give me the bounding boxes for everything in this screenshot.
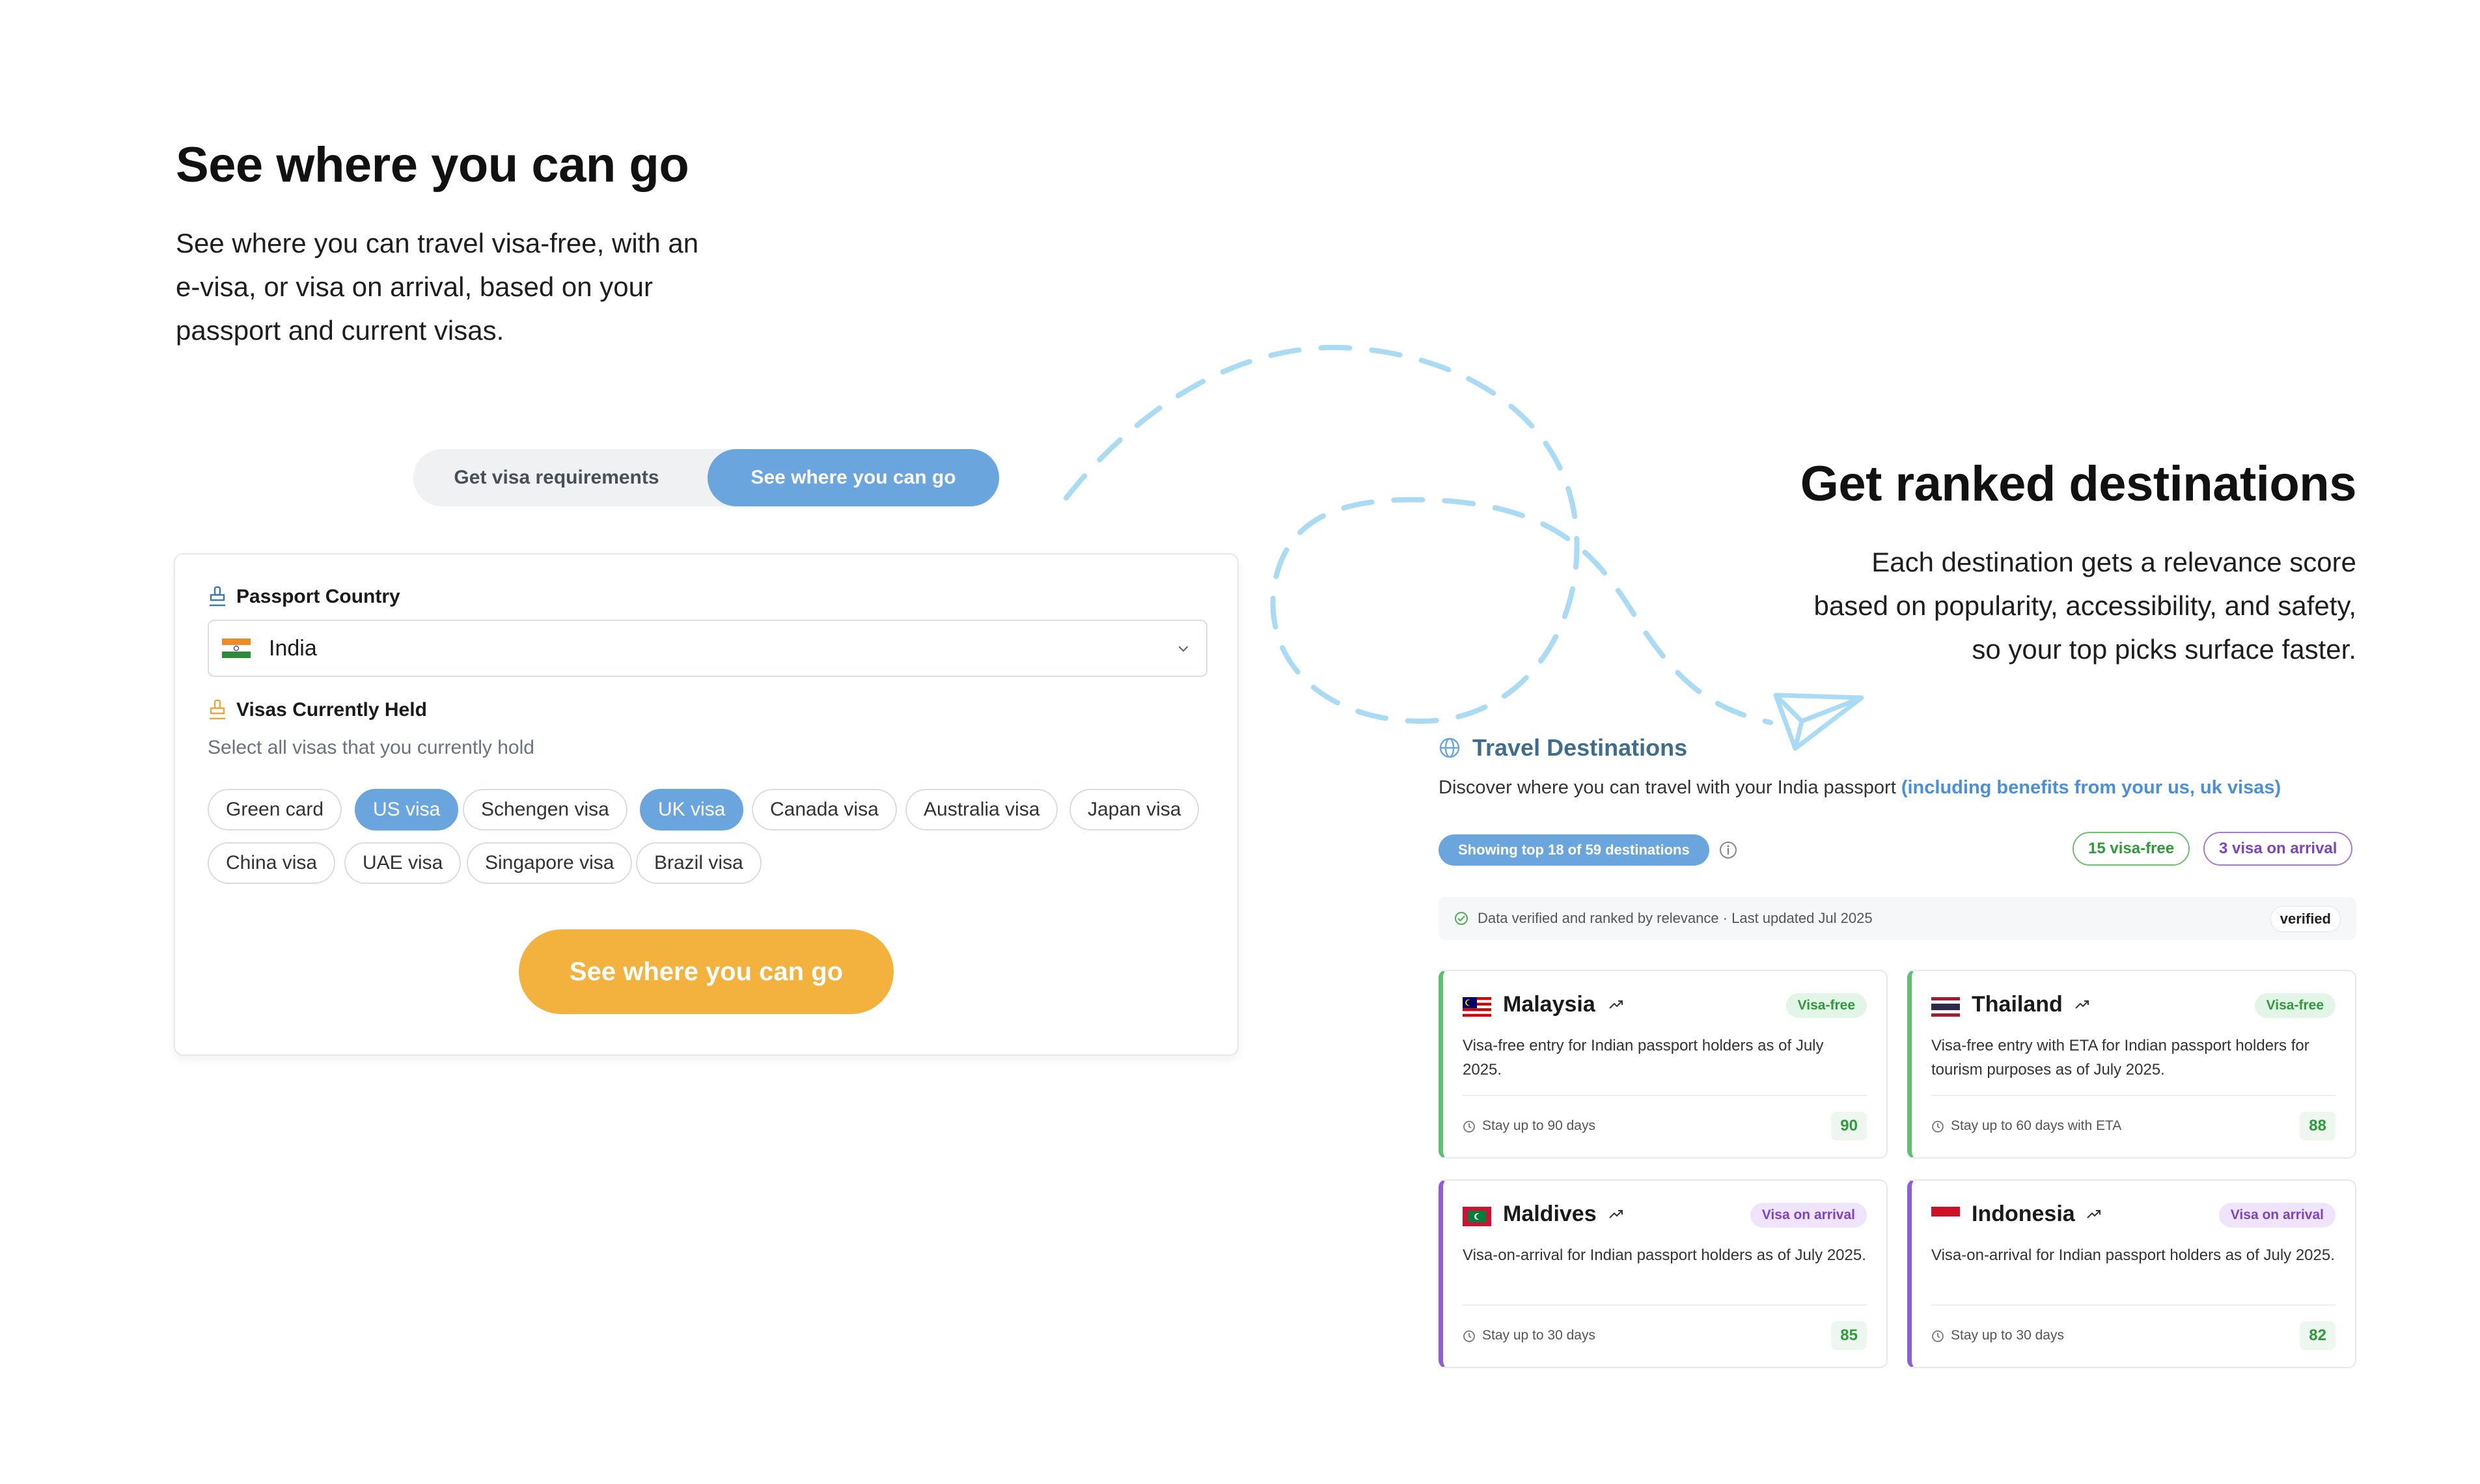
visa-chip-brazil-visa[interactable]: Brazil visa [636,842,762,884]
relevance-score: 82 [2300,1321,2335,1350]
trending-up-icon [1609,1000,1623,1009]
clock-icon [1932,1330,1944,1342]
destination-card-maldives[interactable]: Maldives Visa on arrival Visa-on-arrival… [1439,1179,1888,1368]
stamp-icon [210,699,225,720]
clock-icon [1932,1121,1944,1133]
mode-toggle: Get visa requirements See where you can … [413,449,999,506]
chevron-down-icon [1178,646,1189,652]
destination-name: Maldives [1503,1202,1597,1226]
divider [1931,1304,2335,1306]
passport-country-label: Passport Country [208,586,400,608]
subtitle-text: Discover where you can travel with your … [1439,777,1896,798]
travel-destinations-title: Travel Destinations [1472,734,1688,761]
verified-status-bar: Data verified and ranked by relevance · … [1439,897,2356,940]
divider [1463,1304,1867,1306]
india-flag-icon [222,639,251,658]
hero-title: See where you can go [176,137,689,193]
thailand-flag-icon [1931,997,1960,1017]
destination-card-malaysia[interactable]: Malaysia Visa-free Visa-free entry for I… [1439,970,1888,1159]
trending-up-icon [2087,1210,2101,1218]
showing-count-pill: Showing top 18 of 59 destinations [1439,834,1709,866]
destination-name: Indonesia [1972,1202,2075,1226]
travel-destinations-subtitle: Discover where you can travel with your … [1439,777,2281,799]
divider [1931,1095,2335,1096]
visa-chip-uae-visa[interactable]: UAE visa [344,842,462,884]
destination-description: Visa-free entry with ETA for Indian pass… [1931,1037,2309,1079]
visa-chip-japan-visa[interactable]: Japan visa [1069,789,1200,831]
visas-held-label-text: Visas Currently Held [236,699,427,721]
stay-duration: Stay up to 30 days [1482,1328,1595,1343]
tab-see-where-you-can-go[interactable]: See where you can go [708,449,999,506]
stay-duration: Stay up to 30 days [1951,1328,2064,1343]
search-form-card: Passport Country India Visas [174,553,1239,1056]
visa-on-arrival-tag: Visa on arrival [1750,1203,1867,1228]
trending-up-icon [2075,1000,2089,1009]
visa-chip-china-visa[interactable]: China visa [208,842,336,884]
relevance-score: 88 [2300,1112,2335,1140]
destination-description: Visa-on-arrival for Indian passport hold… [1463,1246,1866,1264]
visa-on-arrival-count-badge: 3 visa on arrival [2203,832,2353,866]
see-where-you-can-go-button[interactable]: See where you can go [519,929,894,1014]
stay-duration: Stay up to 60 days with ETA [1951,1118,2122,1133]
stay-duration: Stay up to 90 days [1482,1118,1595,1133]
stamp-icon [210,586,225,607]
divider [1463,1095,1867,1096]
visa-chip-uk-visa[interactable]: UK visa [640,789,744,831]
destination-description: Visa-on-arrival for Indian passport hold… [1931,1246,2335,1264]
relevance-score: 85 [1831,1321,1867,1350]
clock-icon [1463,1330,1475,1342]
visa-on-arrival-tag: Visa on arrival [2218,1203,2335,1228]
indonesia-flag-icon [1931,1207,1960,1226]
verified-tag: verified [2270,906,2341,932]
check-circle-icon [1455,912,1468,925]
visa-chip-singapore-visa[interactable]: Singapore visa [467,842,633,884]
clock-icon [1463,1121,1475,1133]
visas-hint: Select all visas that you currently hold [208,737,534,758]
passport-country-select[interactable]: India [208,620,1207,677]
visa-chip-green-card[interactable]: Green card [208,789,342,831]
verified-text: Data verified and ranked by relevance · … [1478,910,1873,926]
visa-free-count-badge: 15 visa-free [2073,832,2190,866]
malaysia-flag-icon [1463,997,1491,1017]
selected-country: India [269,635,317,661]
visa-chip-australia-visa[interactable]: Australia visa [905,789,1058,831]
ranked-destinations-title: Get ranked destinations [1800,456,2357,512]
globe-icon [1439,737,1460,758]
visa-chip-us-visa[interactable]: US visa [355,789,459,831]
relevance-score: 90 [1831,1112,1867,1140]
trending-up-icon [1609,1210,1623,1218]
travel-destinations-header: Travel Destinations [1439,734,1687,762]
subtitle-highlight: (including benefits from your us, uk vis… [1901,777,2281,798]
visa-free-tag: Visa-free [2254,993,2335,1018]
destination-card-thailand[interactable]: Thailand Visa-free Visa-free entry with … [1907,970,2356,1159]
tab-get-visa-requirements[interactable]: Get visa requirements [454,467,659,488]
visa-free-tag: Visa-free [1785,993,1867,1018]
info-icon[interactable] [1718,840,1738,860]
visas-held-label: Visas Currently Held [208,699,427,721]
destination-name: Thailand [1972,992,2063,1017]
paper-plane-icon [1773,693,1864,751]
ranked-destinations-description: Each destination gets a relevance score … [1813,547,2356,665]
destination-card-indonesia[interactable]: Indonesia Visa on arrival Visa-on-arriva… [1907,1179,2356,1368]
destination-description: Visa-free entry for Indian passport hold… [1463,1037,1824,1079]
maldives-flag-icon [1463,1207,1491,1226]
destination-name: Malaysia [1503,992,1595,1017]
passport-country-label-text: Passport Country [236,586,400,607]
visa-chip-canada-visa[interactable]: Canada visa [752,789,897,831]
visa-chip-schengen-visa[interactable]: Schengen visa [463,789,627,831]
hero-description: See where you can travel visa-free, with… [176,228,699,346]
